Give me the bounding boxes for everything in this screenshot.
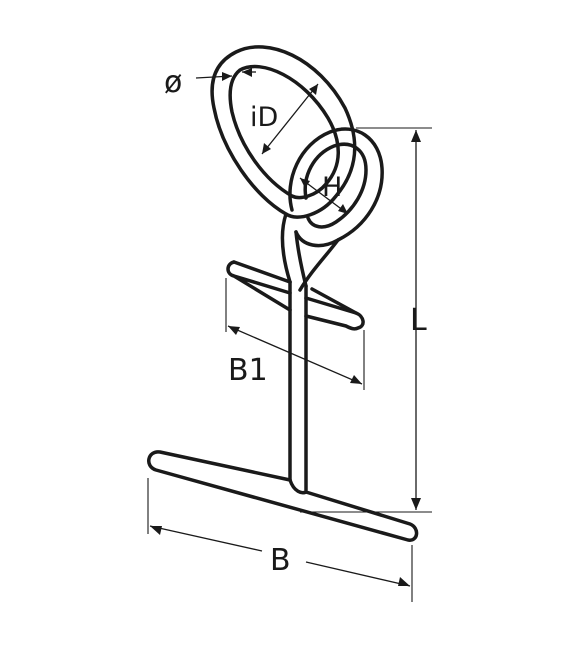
part-outline bbox=[147, 45, 419, 542]
label-height: H bbox=[322, 172, 342, 203]
label-length: L bbox=[410, 303, 427, 338]
upper-crossbar-top-edge bbox=[232, 260, 358, 315]
dimension-height: H bbox=[299, 172, 349, 215]
dimension-inner-diameter: iD bbox=[250, 83, 319, 155]
outer-ring-outer-edge bbox=[210, 45, 357, 219]
label-upper-crossbar-width: B1 bbox=[228, 353, 268, 388]
label-lower-crossbar-width: B bbox=[270, 543, 291, 578]
wire-cross bbox=[298, 238, 340, 292]
dimension-lower-crossbar-width: B bbox=[147, 478, 413, 602]
upper-crossbar bbox=[226, 260, 365, 331]
label-inner-diameter: iD bbox=[250, 102, 278, 133]
inner-loop-outer-edge bbox=[288, 127, 384, 248]
dimension-wire-diameter: ø bbox=[164, 65, 256, 100]
lower-crossbar-join bbox=[288, 478, 308, 495]
dimension-upper-crossbar-width: B1 bbox=[225, 278, 365, 390]
dimension-length: L bbox=[300, 127, 432, 513]
label-wire-diameter: ø bbox=[164, 65, 182, 100]
inner-loop-inner-edge bbox=[303, 142, 368, 229]
lower-crossbar bbox=[147, 450, 419, 542]
wire-twist-left bbox=[280, 212, 292, 284]
